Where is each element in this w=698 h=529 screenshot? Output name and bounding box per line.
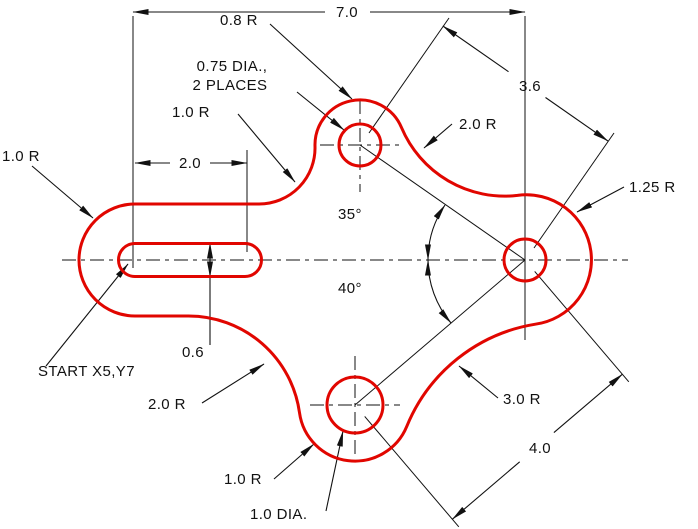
label-overall-width: 7.0 <box>336 4 358 21</box>
label-bottom-lobe-radius: 1.0 R <box>224 471 262 488</box>
label-left-lobe-radius: 1.0 R <box>2 148 40 165</box>
leader-left-lobe-radius <box>31 165 94 219</box>
label-hole-note-line2: 2 PLACES <box>193 77 268 94</box>
slot-outline <box>117 242 263 278</box>
ext-line-40-right <box>534 271 630 383</box>
dimension-lines <box>132 8 623 520</box>
label-fillet-bottom-right: 3.0 R <box>503 391 541 408</box>
dimension-labels: 7.0 0.8 R 3.6 0.75 DIA., 2 PLACES 1.0 R … <box>2 4 676 523</box>
center-to-center-bottom <box>354 259 526 406</box>
label-slot-length: 2.0 <box>179 155 201 172</box>
label-fillet-top-right: 2.0 R <box>459 116 497 133</box>
leader-bottom-hole-dia <box>325 430 344 512</box>
leader-fillet-top-right <box>423 123 453 149</box>
label-angle-upper: 35° <box>338 206 362 223</box>
leader-right-lobe-radius <box>576 186 625 213</box>
leader-lines <box>31 23 625 512</box>
leader-top-lobe-radius <box>269 23 353 100</box>
label-diag-bottom-right: 4.0 <box>529 440 551 457</box>
leader-start-note <box>45 263 129 367</box>
dim-36-segment-b <box>545 97 609 142</box>
label-diag-top-right: 3.6 <box>519 78 541 95</box>
bottom-hole-circle <box>325 375 385 435</box>
leader-fillet-bottom-right <box>458 365 499 399</box>
leader-bottom-lobe-radius <box>273 443 315 480</box>
label-top-lobe-radius: 0.8 R <box>220 12 258 29</box>
extension-lines <box>132 16 630 528</box>
ext-line-36-top <box>368 17 450 134</box>
part-geometry <box>77 98 593 463</box>
leader-fillet-top-left <box>237 113 296 183</box>
leader-fillet-bottom-left <box>201 363 265 404</box>
angle-arc-40 <box>424 259 452 324</box>
part-outline <box>77 98 593 463</box>
label-fillet-top-left: 1.0 R <box>172 104 210 121</box>
dim-40-segment-a <box>553 373 623 434</box>
label-start-note: START X5,Y7 <box>38 363 135 380</box>
centerlines <box>62 100 628 456</box>
angle-arc-35 <box>424 204 446 261</box>
label-angle-lower: 40° <box>338 280 362 297</box>
top-hole-circle <box>337 122 383 168</box>
label-fillet-bottom-left: 2.0 R <box>148 396 186 413</box>
label-bottom-hole-dia: 1.0 DIA. <box>250 506 307 523</box>
right-hole-circle <box>502 237 548 283</box>
dim-36-segment-a <box>442 25 509 73</box>
leader-hole-note <box>296 91 345 131</box>
ext-line-40-bottom <box>364 416 460 528</box>
center-to-center-top <box>359 144 526 261</box>
dim-40-segment-b <box>452 461 521 520</box>
label-slot-width: 0.6 <box>182 344 204 361</box>
label-hole-note-line1: 0.75 DIA., <box>197 58 268 75</box>
ext-line-36-right <box>533 132 615 249</box>
label-right-lobe-radius: 1.25 R <box>629 179 676 196</box>
